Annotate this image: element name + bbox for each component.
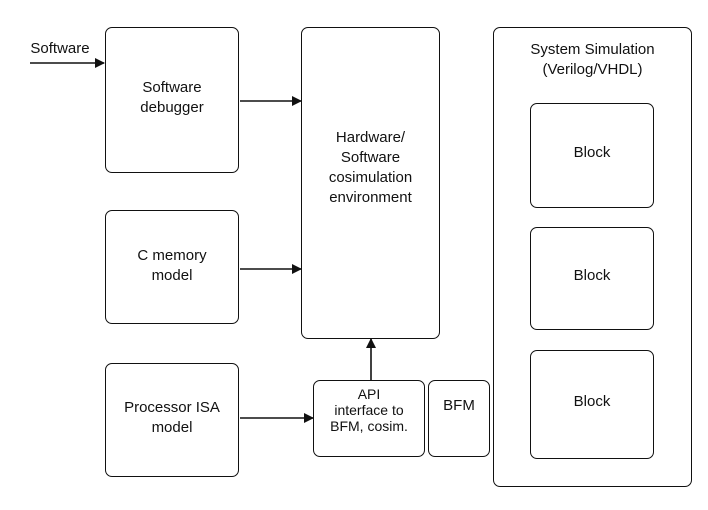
- software-input-label: Software: [30, 40, 90, 57]
- block-1-box: [530, 103, 654, 208]
- cosimulation-environment-label: Hardware/ Software cosimulation environm…: [328, 129, 413, 206]
- system-simulation-title: System Simulation (Verilog/VHDL): [530, 41, 655, 78]
- processor-isa-model-box: [105, 363, 239, 477]
- bfm-label: BFM: [443, 397, 475, 414]
- processor-isa-model-label: Processor ISA model: [124, 399, 220, 436]
- c-memory-model-box: [105, 210, 239, 324]
- block-2-label: Block: [573, 267, 611, 284]
- bfm-box: [428, 380, 490, 457]
- cosimulation-environment-box: [301, 27, 440, 339]
- software-debugger-label: Software debugger: [140, 79, 204, 116]
- block-1-label: Block: [573, 144, 611, 161]
- api-interface-box: [313, 380, 425, 457]
- api-interface-label: API interface to BFM, cosim.: [330, 386, 408, 434]
- software-debugger-box: [105, 27, 239, 173]
- block-3-box: [530, 350, 654, 459]
- block-3-label: Block: [573, 393, 611, 410]
- c-memory-model-label: C memory model: [137, 247, 207, 284]
- block-2-box: [530, 227, 654, 330]
